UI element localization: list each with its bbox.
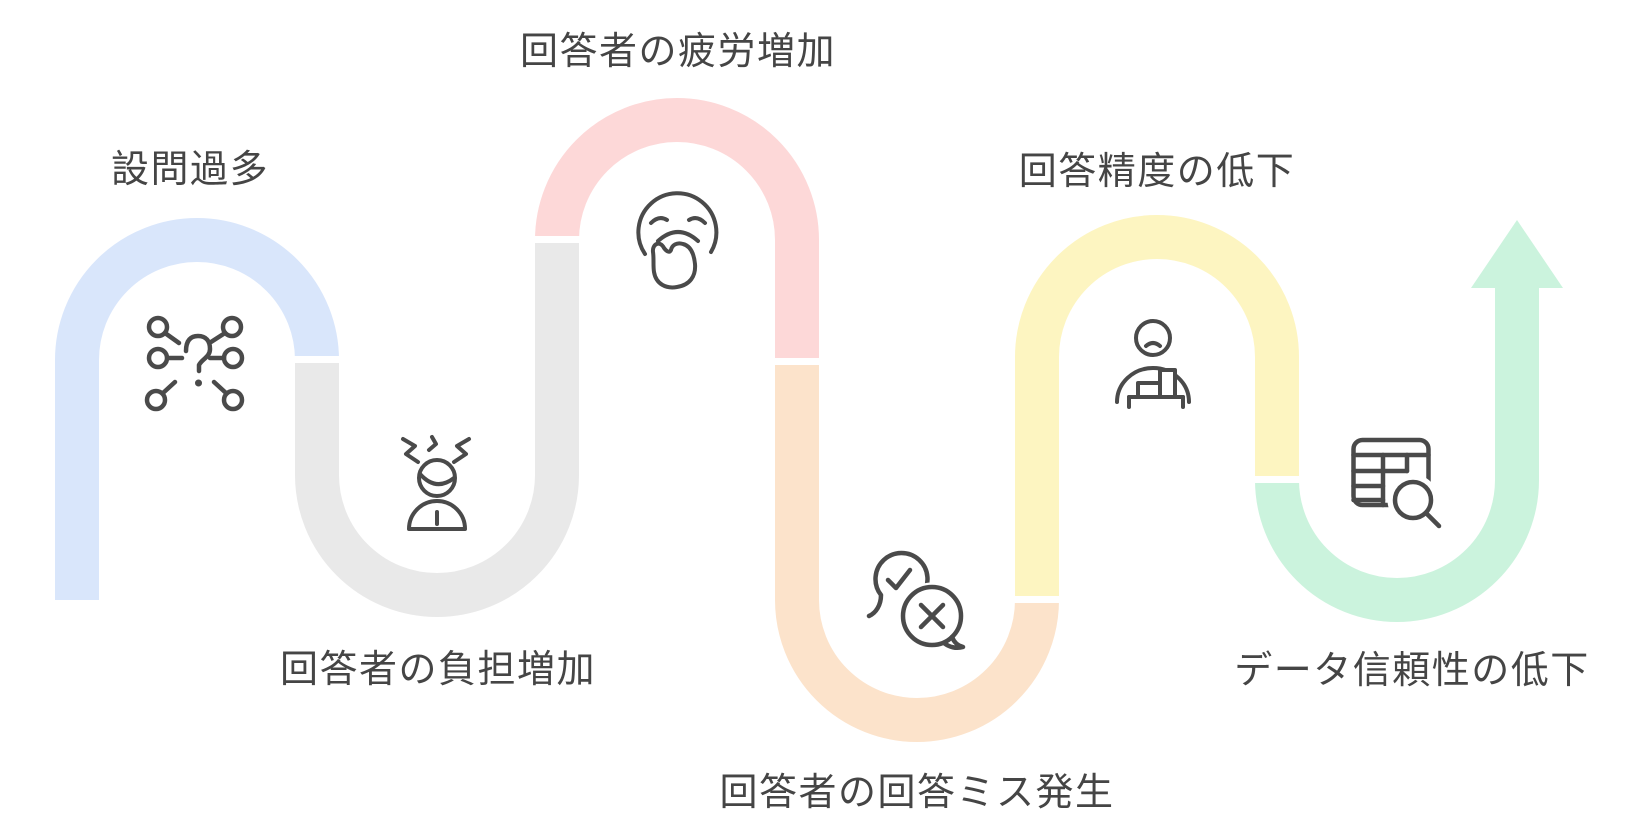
segment-gap xyxy=(291,356,343,363)
table-magnifier-icon xyxy=(1350,436,1445,531)
segment-gap xyxy=(1251,476,1303,483)
yawning-face-icon xyxy=(634,191,722,292)
flow-segment-1 xyxy=(55,218,339,600)
flow-segment-3 xyxy=(535,98,819,362)
speech-bubbles-check-cross-icon xyxy=(862,550,974,658)
flow-segment-2 xyxy=(295,240,579,617)
stressed-person-icon xyxy=(396,428,476,532)
segment-gap xyxy=(771,358,823,365)
flow-segment-6 xyxy=(1255,288,1539,622)
flow-segment-4 xyxy=(775,362,1059,742)
question-network-icon xyxy=(144,312,248,412)
person-declining-bars-icon xyxy=(1112,312,1202,409)
up-arrow-head xyxy=(1471,220,1563,288)
segment-gap xyxy=(531,236,583,243)
step-label-1: 設問過多 xyxy=(110,147,270,191)
step-label-6: データ信頼性の低下 xyxy=(1234,648,1590,692)
flow-segment-5 xyxy=(1015,215,1299,600)
step-label-4: 回答者の回答ミス発生 xyxy=(719,770,1115,814)
step-label-2: 回答者の負担増加 xyxy=(279,647,597,691)
segment-gap xyxy=(1011,596,1063,603)
step-label-3: 回答者の疲労増加 xyxy=(519,29,837,73)
step-label-5: 回答精度の低下 xyxy=(1018,149,1296,193)
